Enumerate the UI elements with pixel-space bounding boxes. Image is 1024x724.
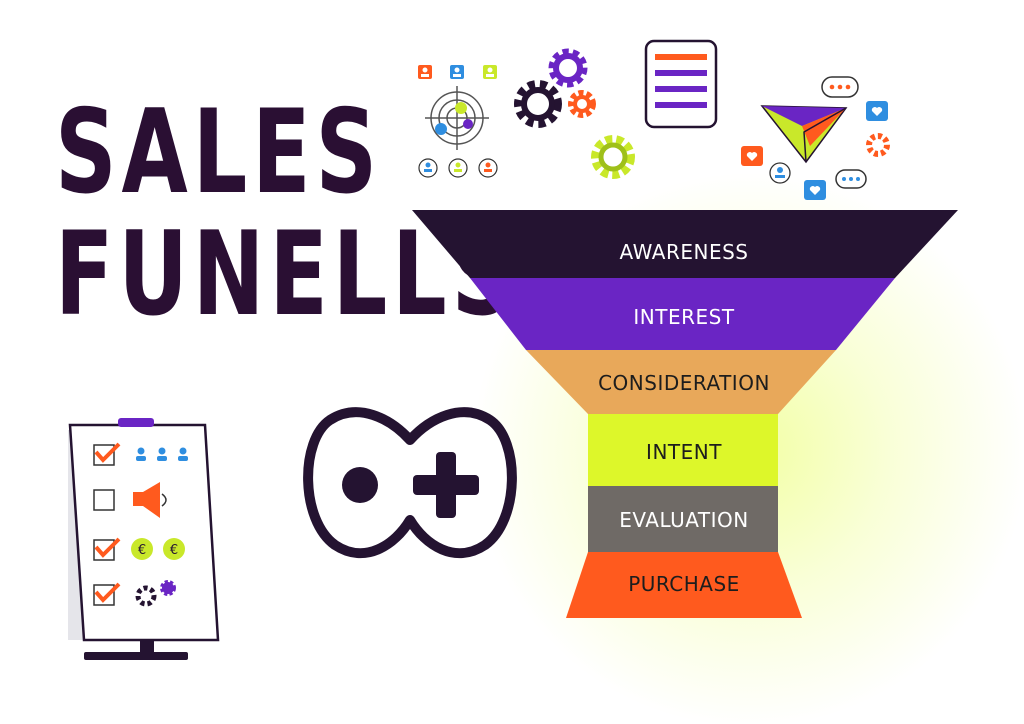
checklist-board-icon: € € [68,418,220,660]
svg-text:€: € [170,543,178,558]
svg-text:€: € [138,543,146,558]
chat-bubble-icon [821,76,859,98]
funnel-stage-label: INTENT [646,440,722,464]
funnel-band [588,414,778,486]
gear-icon [591,135,635,179]
gear-icon [135,580,176,607]
dot-plus-mascot-icon [303,407,517,559]
funnel-stage-awareness: AWARENESS [412,210,958,278]
document-icon [644,39,718,129]
chat-bubble-icon [835,169,867,189]
funnel-stage-intent: INTENT [588,414,778,486]
user-square-icon [418,65,497,79]
heart-badge-icon [741,146,763,166]
funnel-band [526,350,836,414]
funnel-stage-label: EVALUATION [619,508,748,532]
gears-icon [514,48,635,179]
funnel-band [566,552,802,618]
funnel-stage-consideration: CONSIDERATION [526,350,836,414]
heart-badge-icon [804,180,826,200]
funnel-stage-evaluation: EVALUATION [588,486,778,552]
funnel-band [470,278,895,350]
euro-coin-icon: € € [131,538,185,560]
user-circle-icon [418,158,498,178]
heart-badge-icon [866,101,888,121]
funnel-stage-label: CONSIDERATION [598,371,770,395]
paper-plane-icon [760,105,848,164]
funnel-stage-interest: INTEREST [470,278,895,350]
funnel-stage-label: PURCHASE [628,572,740,596]
funnel-stage-purchase: PURCHASE [566,552,802,618]
sales-funnel: AWARENESS INTEREST CONSIDERATION INTENT … [412,210,958,618]
user-circle-icon [769,162,791,184]
target-icon [418,65,498,178]
gear-icon [568,90,596,118]
funnel-stage-label: AWARENESS [620,240,749,264]
funnel-band [412,210,958,278]
funnel-stage-label: INTEREST [633,305,734,329]
gear-icon [866,133,890,157]
megaphone-icon [133,482,167,518]
gear-icon [514,80,562,128]
title-line-1: SALES [55,85,383,220]
funnel-band [588,486,778,552]
gear-icon [548,48,588,88]
